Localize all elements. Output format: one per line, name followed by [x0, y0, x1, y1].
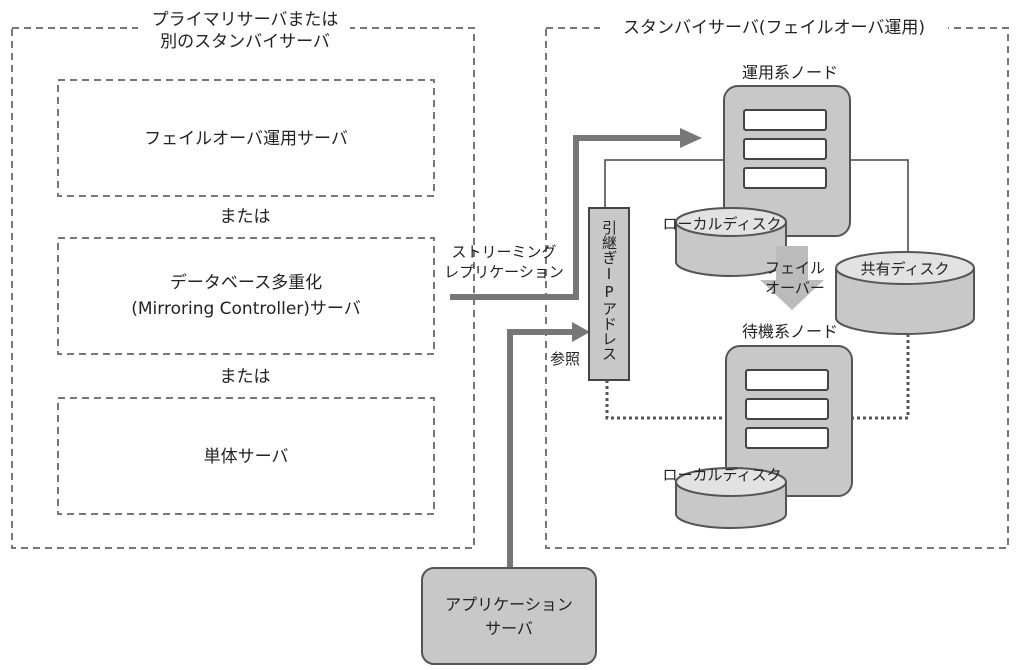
mirroring-server-label-line2: (Mirroring Controller)サーバ — [131, 299, 361, 319]
active-node-slot-3 — [743, 167, 827, 189]
reference-arrowhead — [572, 322, 590, 342]
streaming-label-line2: レプリケーション — [444, 263, 564, 281]
app-server-label-line1: アプリケーション — [445, 595, 573, 614]
streaming-replication-arrow — [450, 135, 684, 300]
failover-label-line1: フェイル — [764, 259, 825, 277]
standby-node-label: 待機系ノード — [741, 322, 838, 341]
failover-arrow — [760, 246, 824, 310]
application-server-box — [421, 567, 597, 665]
takeover-ip-box — [588, 207, 630, 381]
standby-node-slot-2 — [745, 398, 829, 420]
mirroring-server-box — [57, 237, 435, 355]
takeover-ip-label: 引継ぎIPアドレス — [600, 220, 618, 361]
or-label-1: または — [219, 207, 271, 227]
primary-group-title-line2: 別のスタンバイサーバ — [160, 32, 330, 52]
reference-label: 参照 — [549, 350, 580, 368]
failover-server-label: フェイルオーバ運用サーバ — [144, 129, 348, 149]
streaming-label-line1: ストリーミング — [451, 243, 557, 261]
primary-group-title-line1: プライマリサーバまたは — [151, 10, 339, 30]
standby-local-disk — [675, 467, 787, 529]
shared-disk-label: 共有ディスク — [860, 260, 950, 278]
failover-server-box — [57, 79, 435, 197]
or-label-2: または — [219, 367, 271, 387]
single-server-box — [57, 397, 435, 515]
reference-arrow — [507, 329, 574, 568]
active-node-slot-1 — [743, 109, 827, 131]
standby-local-disk-label: ローカルディスク — [662, 466, 782, 484]
standby-node-slot-1 — [745, 369, 829, 391]
active-local-disk — [675, 207, 787, 277]
mirroring-server-label-line1: データベース多重化 — [169, 273, 323, 293]
standby-group-title: スタンバイサーバ(フェイルオーバ運用) — [623, 18, 925, 38]
streaming-arrowhead — [680, 128, 702, 148]
active-node-slot-2 — [743, 138, 827, 160]
failover-label-line2: オーバー — [765, 279, 825, 297]
active-node-label: 運用系ノード — [741, 63, 838, 82]
shared-disk — [835, 251, 975, 335]
active-local-disk-label: ローカルディスク — [662, 215, 782, 233]
single-server-label: 単体サーバ — [203, 447, 289, 467]
standby-node-slot-3 — [745, 427, 829, 449]
app-server-label-line2: サーバ — [485, 619, 533, 638]
